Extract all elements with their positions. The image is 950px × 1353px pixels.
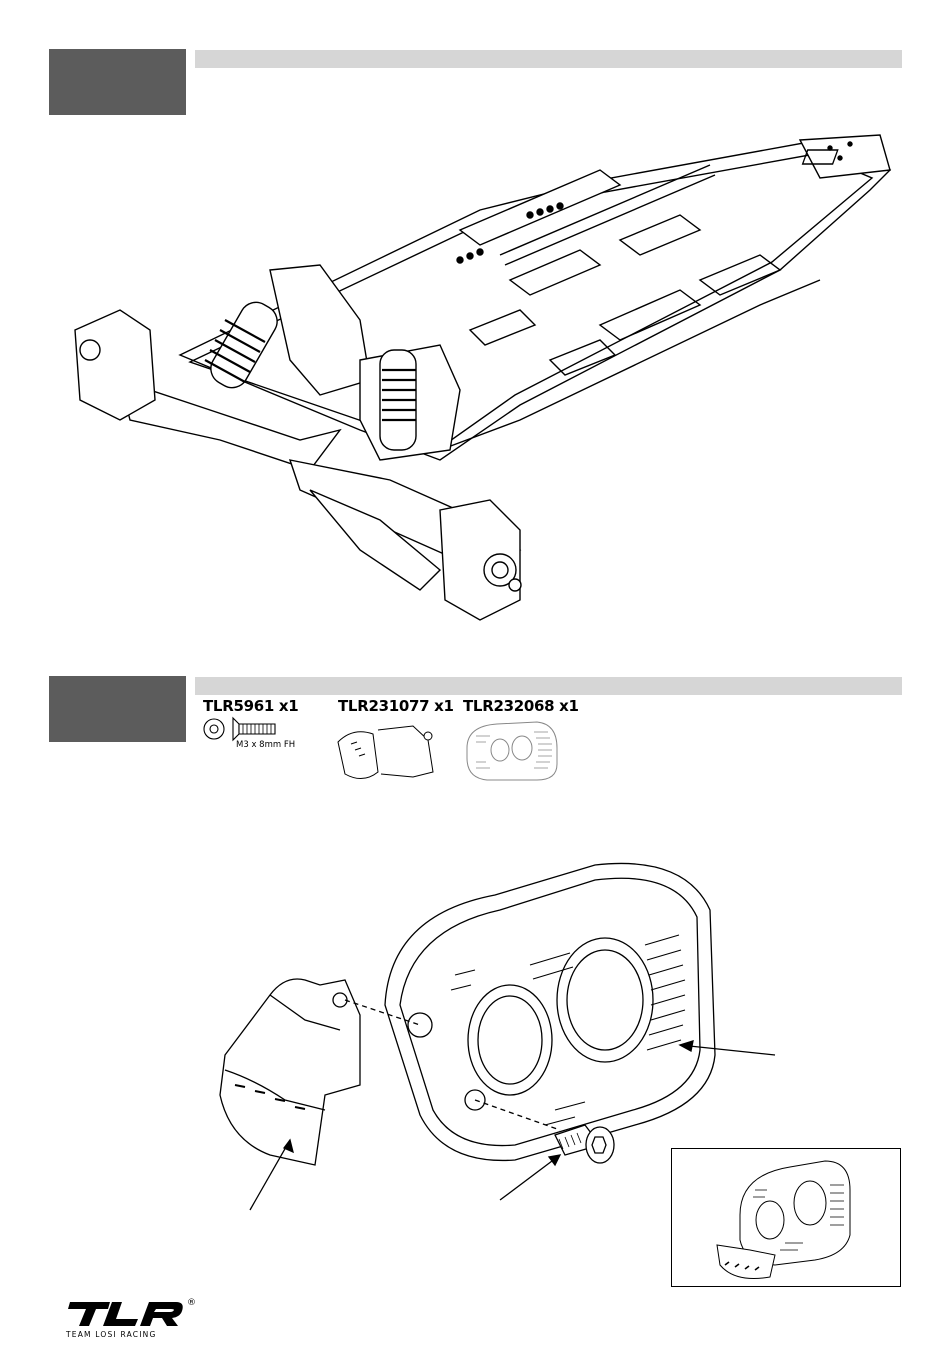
- logo-text: TEAM LOSI RACING: [66, 1330, 156, 1339]
- step-2-header-bar: [195, 677, 902, 695]
- motor-plate-icon: [462, 718, 562, 786]
- registered-mark: ®: [187, 1298, 196, 1308]
- assembled-motor-plate-icon: [715, 1155, 855, 1283]
- motor-guard-icon: [333, 722, 443, 787]
- part-code-2: TLR231077 x1: [338, 697, 454, 715]
- part-code-1: TLR5961 x1: [203, 697, 298, 715]
- tlr-logo-mark: [64, 1300, 186, 1328]
- step-1-header-bar: [195, 50, 902, 68]
- step-1-number-box: [49, 49, 186, 115]
- part-code-3: TLR232068 x1: [463, 697, 579, 715]
- step-2-number-box: [49, 676, 186, 742]
- chassis-assembly-illustration: [60, 130, 900, 640]
- part-detail-1: M3 x 8mm FH: [236, 740, 295, 750]
